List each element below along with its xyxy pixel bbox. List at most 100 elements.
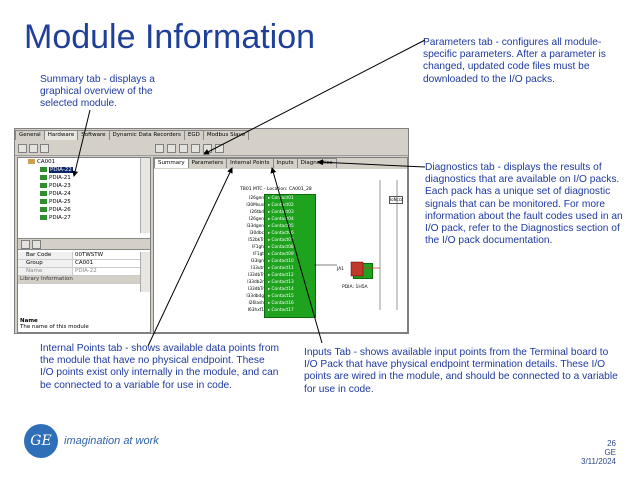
contact-label[interactable]: ▸ Contact11 (268, 266, 294, 271)
zoom-in-icon[interactable] (179, 144, 188, 153)
refresh-icon[interactable] (215, 144, 224, 153)
contact-label[interactable]: ▸ Contact03 (268, 210, 294, 215)
tab-diagnostics[interactable]: Diagnostics (296, 158, 337, 168)
tab-parameters[interactable]: Parameters (187, 158, 228, 168)
tab-summary[interactable]: Summary (154, 158, 189, 168)
sort-za-icon[interactable] (40, 144, 49, 153)
tab-hardware[interactable]: Hardware (43, 130, 79, 140)
property-description: Name The name of this module (20, 318, 142, 330)
inputs-tab-callout: Inputs Tab - shows available input point… (304, 347, 618, 395)
tree-item[interactable]: PDIA-27 (40, 215, 71, 222)
tab-inputs[interactable]: Inputs (272, 158, 298, 168)
property-group-library[interactable]: Library Information (18, 276, 140, 284)
signal-label: IF1gh (252, 245, 264, 250)
hardware-tree-panel: CA001 PDIA-22 PDIA-21 PDIA-23 PDIA-24 PD… (17, 157, 151, 333)
contact-label[interactable]: ▸ Contact15 (268, 294, 294, 299)
parameters-tab-callout: Parameters tab - configures all module-s… (423, 37, 606, 85)
tree-item[interactable]: PDIA-24 (40, 191, 71, 198)
signal-label: I33utr (251, 266, 264, 271)
back-icon[interactable] (155, 144, 164, 153)
summary-tab-callout: Summary tab - displays a graphical overv… (40, 74, 155, 110)
jack-label: JA1 (337, 267, 344, 272)
contact-label[interactable]: ▸ Contact08 (268, 245, 294, 250)
contact-label[interactable]: ▸ Contact10 (268, 259, 294, 264)
tree-item[interactable]: PDIA-21 (40, 175, 71, 182)
contact-label[interactable]: ▸ Contact02 (268, 203, 294, 208)
tree-root[interactable]: CA001 (28, 159, 55, 166)
tree-item-label: PDIA-21 (49, 175, 71, 181)
signal-label: I26lash (248, 301, 264, 306)
toolbox-screenshot-window: General Hardware Software Dynamic Data R… (14, 128, 409, 334)
main-tab-strip: General Hardware Software Dynamic Data R… (15, 130, 250, 141)
tree-item-label: PDIA-27 (49, 215, 71, 221)
module-icon (40, 207, 47, 212)
signal-label: I26gen (249, 217, 264, 222)
tab-dynamic-data-recorders[interactable]: Dynamic Data Recorders (108, 130, 185, 140)
property-toolbar (18, 238, 150, 250)
contact-label[interactable]: ▸ Contact07 (268, 238, 294, 243)
categorized-icon[interactable] (21, 240, 30, 249)
tab-internal-points[interactable]: Internal Points (226, 158, 274, 168)
print-icon[interactable] (203, 144, 212, 153)
contact-label[interactable]: ▸ Contact14 (268, 287, 294, 292)
tree-item[interactable]: PDIA-22 (40, 167, 73, 174)
forward-icon[interactable] (167, 144, 176, 153)
tab-general[interactable]: General (15, 130, 45, 140)
tab-software[interactable]: Software (77, 130, 110, 140)
terminal-board-header: TB01 MTC - Location: CA001_28 (240, 187, 312, 192)
module-icon (40, 191, 47, 196)
tab-modbus-slave[interactable]: Modbus Slave (202, 130, 250, 140)
tree-item-label: PDIA-24 (49, 191, 71, 197)
contact-label[interactable]: ▸ Contact04 (268, 217, 294, 222)
tagline: imagination at work (64, 435, 159, 447)
main-toolbar (15, 142, 408, 156)
tab-egd[interactable]: EGD (183, 130, 204, 140)
contact-label[interactable]: ▸ Contact13 (268, 280, 294, 285)
io-block-label: IoNccc (389, 196, 404, 204)
property-key: Bar Code (18, 252, 73, 259)
property-key: Group (18, 260, 73, 267)
signal-label: I52bkTr (248, 238, 264, 243)
footer-org: GE (604, 448, 616, 457)
property-value: CA001 (75, 260, 94, 266)
signal-label: I30Msus (246, 203, 264, 208)
signal-label: I33dbTr (248, 273, 264, 278)
tree-item-label: PDIA-25 (49, 199, 71, 205)
slide-footer: 26 GE 3/11/2024 (581, 439, 616, 466)
zoom-out-icon[interactable] (191, 144, 200, 153)
module-icon (40, 199, 47, 204)
tree-item[interactable]: PDIA-23 (40, 183, 71, 190)
module-detail-panel: Summary Parameters Internal Points Input… (153, 157, 408, 333)
property-key: Name (18, 268, 73, 275)
signal-label: IF1gt (253, 252, 264, 257)
contact-label[interactable]: ▸ Contact01 (268, 196, 294, 201)
property-group-label: Library Information (20, 276, 73, 282)
description-text: The name of this module (20, 324, 89, 330)
property-scrollbar[interactable] (140, 252, 150, 292)
tree-scrollbar[interactable] (140, 158, 150, 233)
tree-view-icon[interactable] (18, 144, 27, 153)
page-number: 26 (607, 439, 616, 448)
signal-label: I30dbc (249, 231, 264, 236)
internal-points-tab-callout: Internal Points tab - shows available da… (40, 343, 279, 391)
contact-label[interactable]: ▸ Contact06 (268, 231, 294, 236)
ge-logo: GE (24, 424, 58, 458)
contact-label[interactable]: ▸ Contact05 (268, 224, 294, 229)
contact-label[interactable]: ▸ Contact12 (268, 273, 294, 278)
io-pack-label: PDIA: 1H5A (342, 285, 368, 290)
sort-az-icon[interactable] (29, 144, 38, 153)
tree-item-label: PDIA-26 (49, 207, 71, 213)
tree-item-label: PDIA-23 (49, 183, 71, 189)
contact-label[interactable]: ▸ Contact17 (268, 308, 294, 313)
module-icon (40, 183, 47, 188)
tree-item[interactable]: PDIA-26 (40, 207, 71, 214)
contact-label[interactable]: ▸ Contact16 (268, 301, 294, 306)
alphabetical-icon[interactable] (32, 240, 41, 249)
property-value: PDIA-22 (75, 268, 97, 274)
tree-item[interactable]: PDIA-25 (40, 199, 71, 206)
contact-label[interactable]: ▸ Contact09 (268, 252, 294, 257)
io-pack-block[interactable] (353, 263, 373, 279)
